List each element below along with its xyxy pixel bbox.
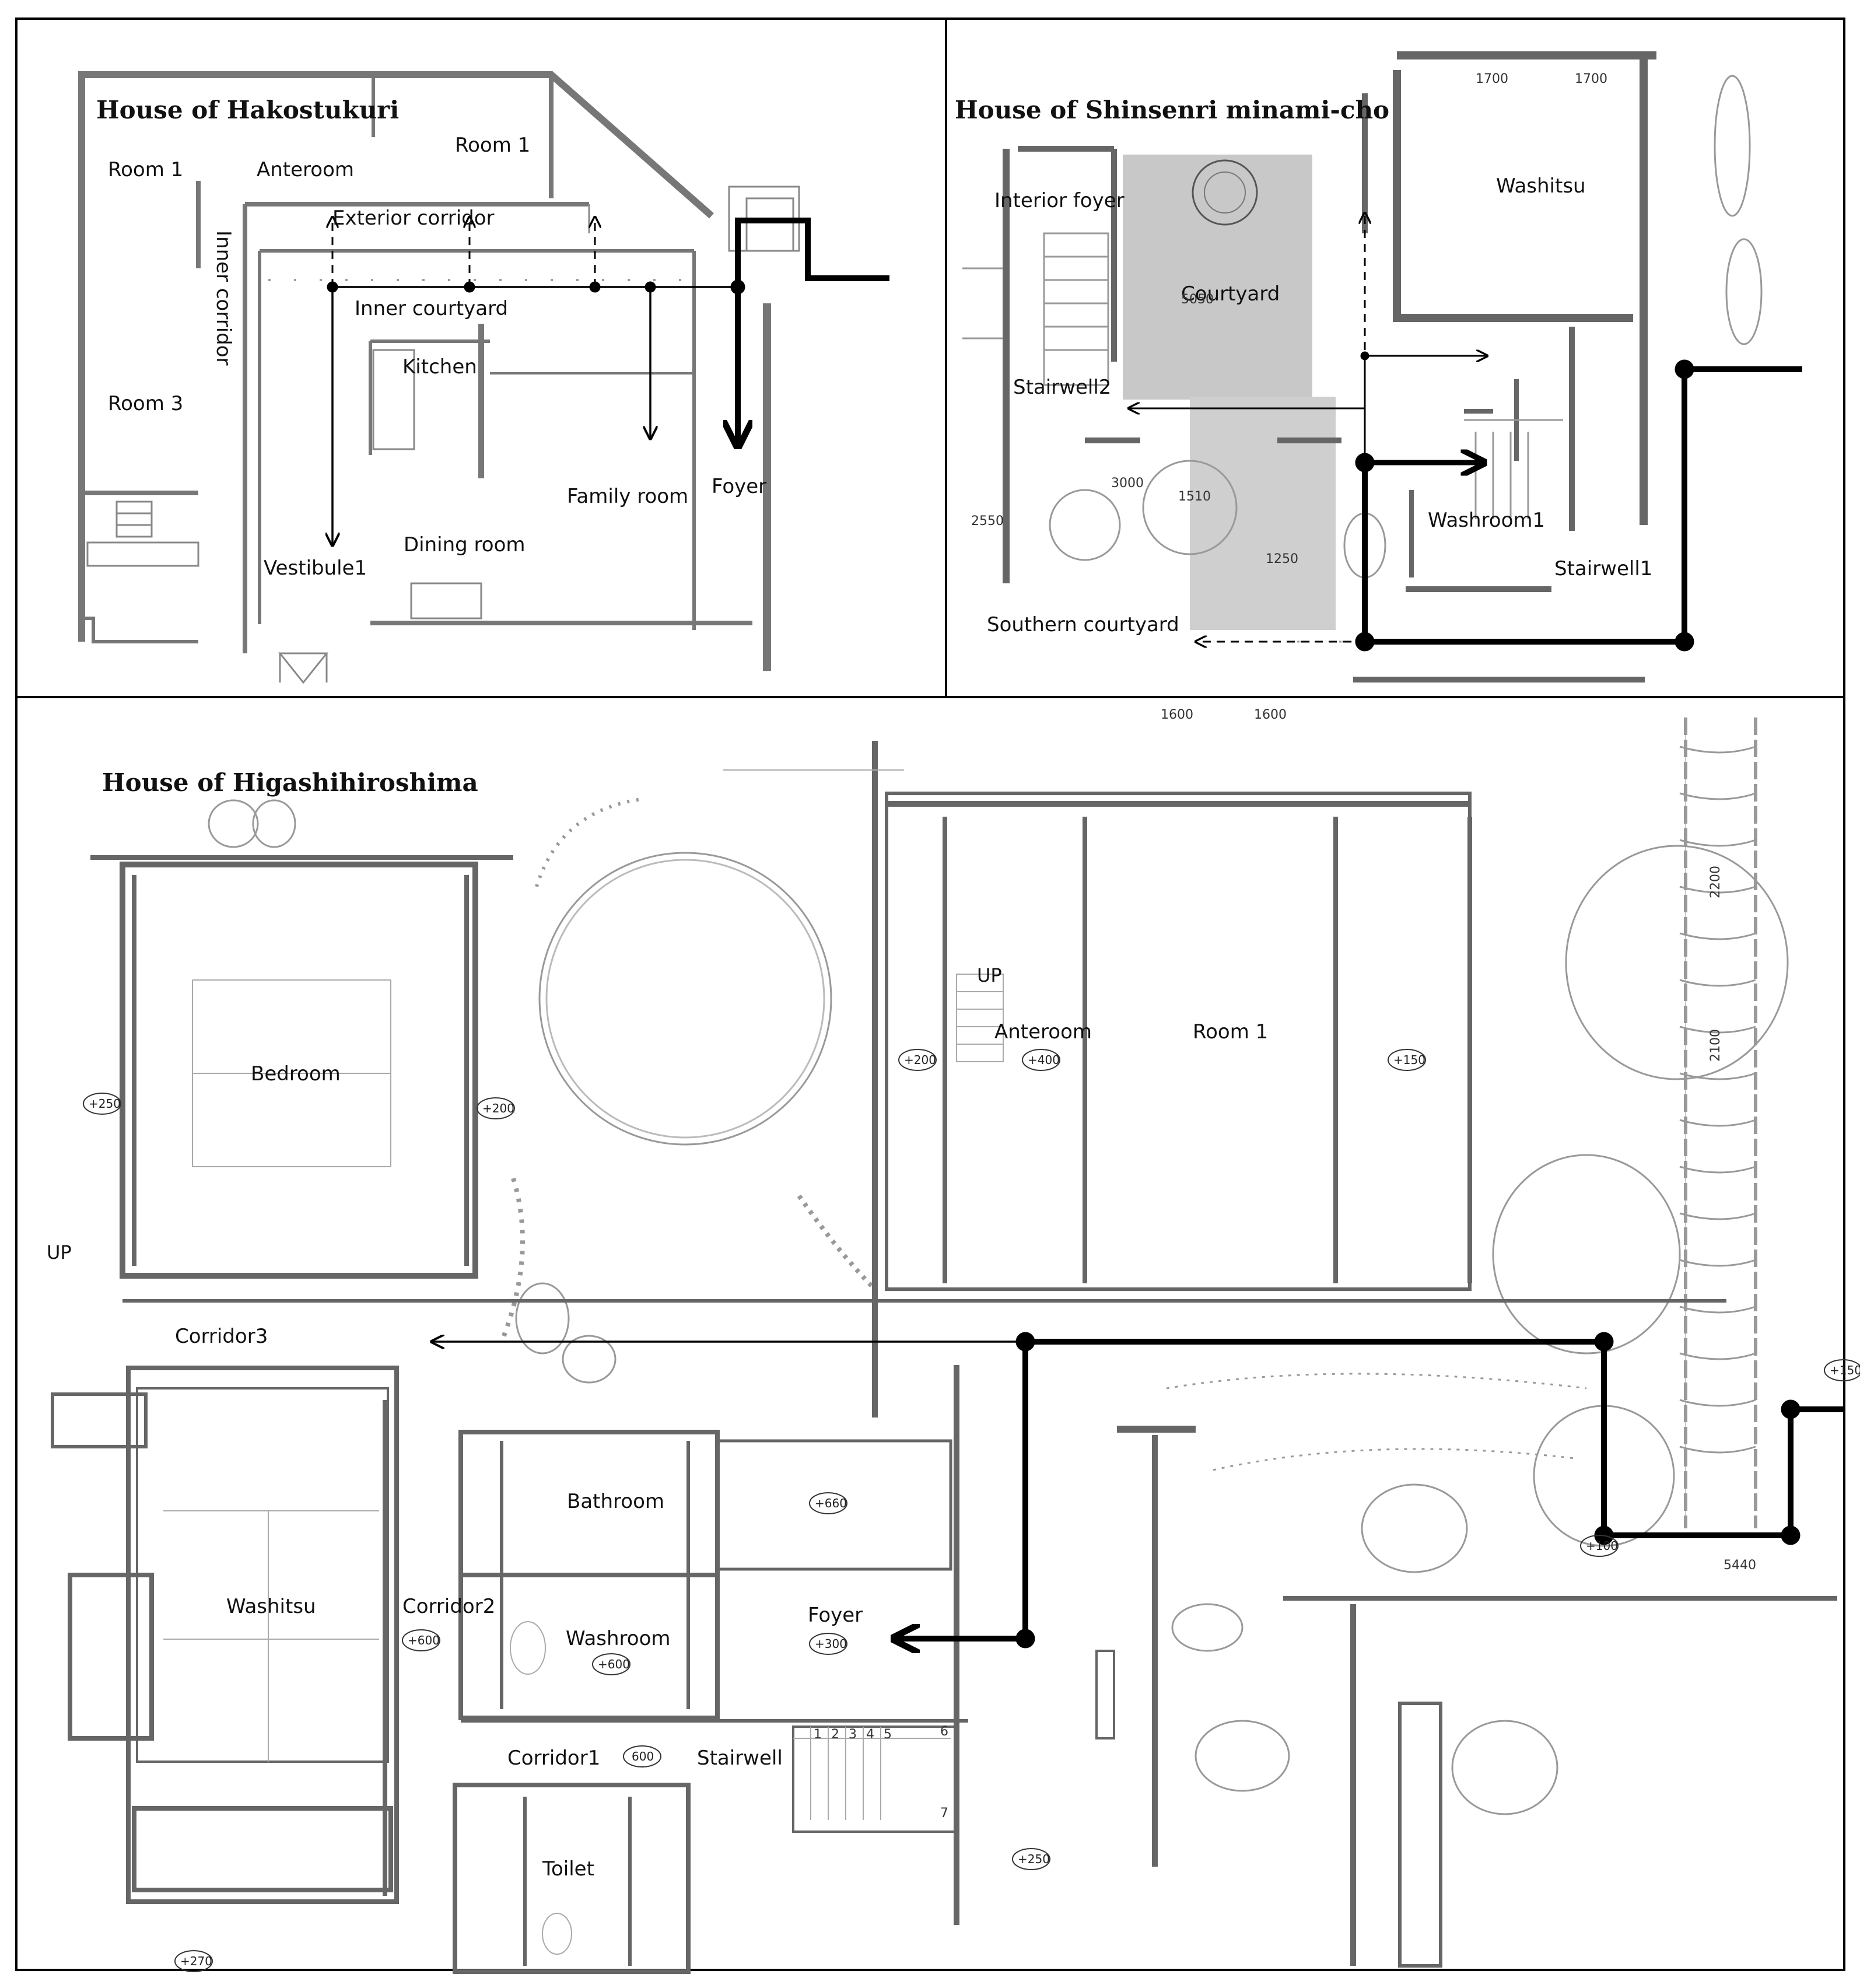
label-interior-foyer: Interior foyer bbox=[994, 189, 1125, 212]
label-courtyard: Courtyard bbox=[1181, 282, 1280, 306]
hakostukuri-labels: House of Hakostukuri Room 1 Anteroom Roo… bbox=[96, 96, 766, 580]
label-bathroom: Bathroom bbox=[567, 1490, 664, 1513]
elev-600b: +600 bbox=[598, 1657, 630, 1671]
elev-660: +660 bbox=[815, 1496, 847, 1510]
elev-100: +100 bbox=[1586, 1539, 1618, 1553]
elev-300: +300 bbox=[815, 1637, 847, 1651]
hh-walls bbox=[51, 741, 1837, 1974]
shinsenri-walls bbox=[1003, 51, 1656, 682]
dim-hh-4: 2100 bbox=[1708, 1029, 1723, 1062]
elev-400: +400 bbox=[1028, 1053, 1060, 1067]
shinsenri-courtyard-fill bbox=[1123, 155, 1336, 630]
label-southern-courtyard: Southern courtyard bbox=[987, 613, 1179, 636]
shinsenri-details bbox=[962, 75, 1763, 643]
step-4: 4 bbox=[866, 1727, 874, 1742]
dim-ss-7: 1250 bbox=[1266, 552, 1298, 566]
hakostukuri-walls bbox=[78, 71, 771, 671]
step-7: 7 bbox=[940, 1806, 948, 1821]
label-corridor1: Corridor1 bbox=[507, 1746, 600, 1770]
elev-200b: +200 bbox=[904, 1053, 936, 1067]
label-foyer: Foyer bbox=[712, 475, 766, 498]
elev-150a: +150 bbox=[1393, 1053, 1425, 1067]
elev-250a: +250 bbox=[89, 1097, 121, 1111]
label-exterior-corridor: Exterior corridor bbox=[332, 206, 495, 230]
hh-garden bbox=[208, 718, 1789, 1815]
label-stairwell2: Stairwell2 bbox=[1013, 376, 1111, 399]
label-foyer-hh: Foyer bbox=[808, 1604, 863, 1627]
elev-150b: +150 bbox=[1830, 1363, 1860, 1377]
panel-hakostukuri: House of Hakostukuri Room 1 Anteroom Roo… bbox=[78, 71, 889, 684]
step-2: 2 bbox=[831, 1727, 839, 1742]
label-corridor2: Corridor2 bbox=[402, 1595, 495, 1618]
step-3: 3 bbox=[849, 1727, 857, 1742]
label-vestibule1: Vestibule1 bbox=[264, 556, 367, 580]
elev-200a: +200 bbox=[482, 1101, 514, 1115]
label-anteroom: Anteroom bbox=[257, 158, 354, 181]
step-6: 6 bbox=[940, 1724, 948, 1739]
panel-frames bbox=[15, 18, 1845, 1971]
label-anteroom-hh: Anteroom bbox=[994, 1020, 1092, 1044]
label-room1-hh: Room 1 bbox=[1193, 1020, 1268, 1044]
hakostukuri-circulation bbox=[327, 217, 889, 545]
label-washroom: Washroom bbox=[566, 1627, 671, 1650]
hh-labels: House of Higashihiroshima Bedroom Antero… bbox=[47, 708, 1860, 1972]
dim-hh-5: 5440 bbox=[1724, 1558, 1756, 1573]
dim-ss-4: 2550 bbox=[971, 514, 1004, 528]
label-washitsu-hh: Washitsu bbox=[226, 1595, 316, 1618]
hakostukuri-details bbox=[86, 186, 800, 684]
elev-600c: 600 bbox=[632, 1749, 654, 1763]
elev-600a: +600 bbox=[408, 1633, 440, 1647]
label-bedroom: Bedroom bbox=[251, 1062, 341, 1086]
label-washitsu-ss: Washitsu bbox=[1496, 174, 1586, 198]
hh-circulation bbox=[432, 1332, 1843, 1648]
label-room1-right: Room 1 bbox=[455, 134, 530, 157]
elev-250b: +250 bbox=[1018, 1852, 1050, 1866]
label-family-room: Family room bbox=[567, 485, 688, 508]
dim-hh-2: 1600 bbox=[1254, 708, 1287, 722]
dim-ss-5: 3000 bbox=[1111, 476, 1144, 491]
label-stairwell: Stairwell bbox=[697, 1746, 783, 1770]
panel-shinsenri: House of Shinsenri minami-cho Interior f… bbox=[955, 51, 1802, 682]
dim-hh-1: 1600 bbox=[1161, 708, 1193, 722]
dim-ss-1: 1700 bbox=[1476, 72, 1508, 86]
label-inner-courtyard: Inner courtyard bbox=[355, 297, 508, 320]
dim-ss-6: 1510 bbox=[1178, 489, 1211, 504]
hh-elevation-marks bbox=[83, 1049, 1860, 1972]
dim-hh-3: 2200 bbox=[1708, 866, 1723, 898]
step-1: 1 bbox=[814, 1727, 822, 1742]
label-stairwell1: Stairwell1 bbox=[1554, 557, 1652, 580]
label-kitchen: Kitchen bbox=[402, 355, 477, 379]
label-toilet: Toilet bbox=[542, 1857, 594, 1881]
label-dining-room: Dining room bbox=[404, 533, 526, 556]
label-corridor3: Corridor3 bbox=[175, 1325, 268, 1348]
panel-higashihiroshima: House of Higashihiroshima Bedroom Antero… bbox=[47, 708, 1860, 1974]
dim-ss-3: 5050 bbox=[1181, 292, 1214, 307]
up-label-1: UP bbox=[977, 964, 1002, 986]
step-5: 5 bbox=[884, 1727, 892, 1742]
up-label-2: UP bbox=[47, 1241, 72, 1264]
hh-title: House of Higashihiroshima bbox=[102, 768, 478, 797]
shinsenri-circulation bbox=[1129, 213, 1802, 652]
hakostukuri-title: House of Hakostukuri bbox=[96, 96, 399, 124]
label-room3: Room 3 bbox=[108, 392, 183, 415]
label-room1-left: Room 1 bbox=[108, 158, 183, 181]
shinsenri-labels: House of Shinsenri minami-cho Interior f… bbox=[955, 72, 1652, 636]
label-washroom1: Washroom1 bbox=[1428, 509, 1545, 532]
label-inner-corridor: Inner corridor bbox=[212, 230, 235, 366]
hh-details bbox=[163, 769, 1004, 1955]
elev-270: +270 bbox=[180, 1954, 212, 1968]
dim-ss-2: 1700 bbox=[1575, 72, 1607, 86]
shinsenri-title: House of Shinsenri minami-cho bbox=[955, 96, 1389, 124]
